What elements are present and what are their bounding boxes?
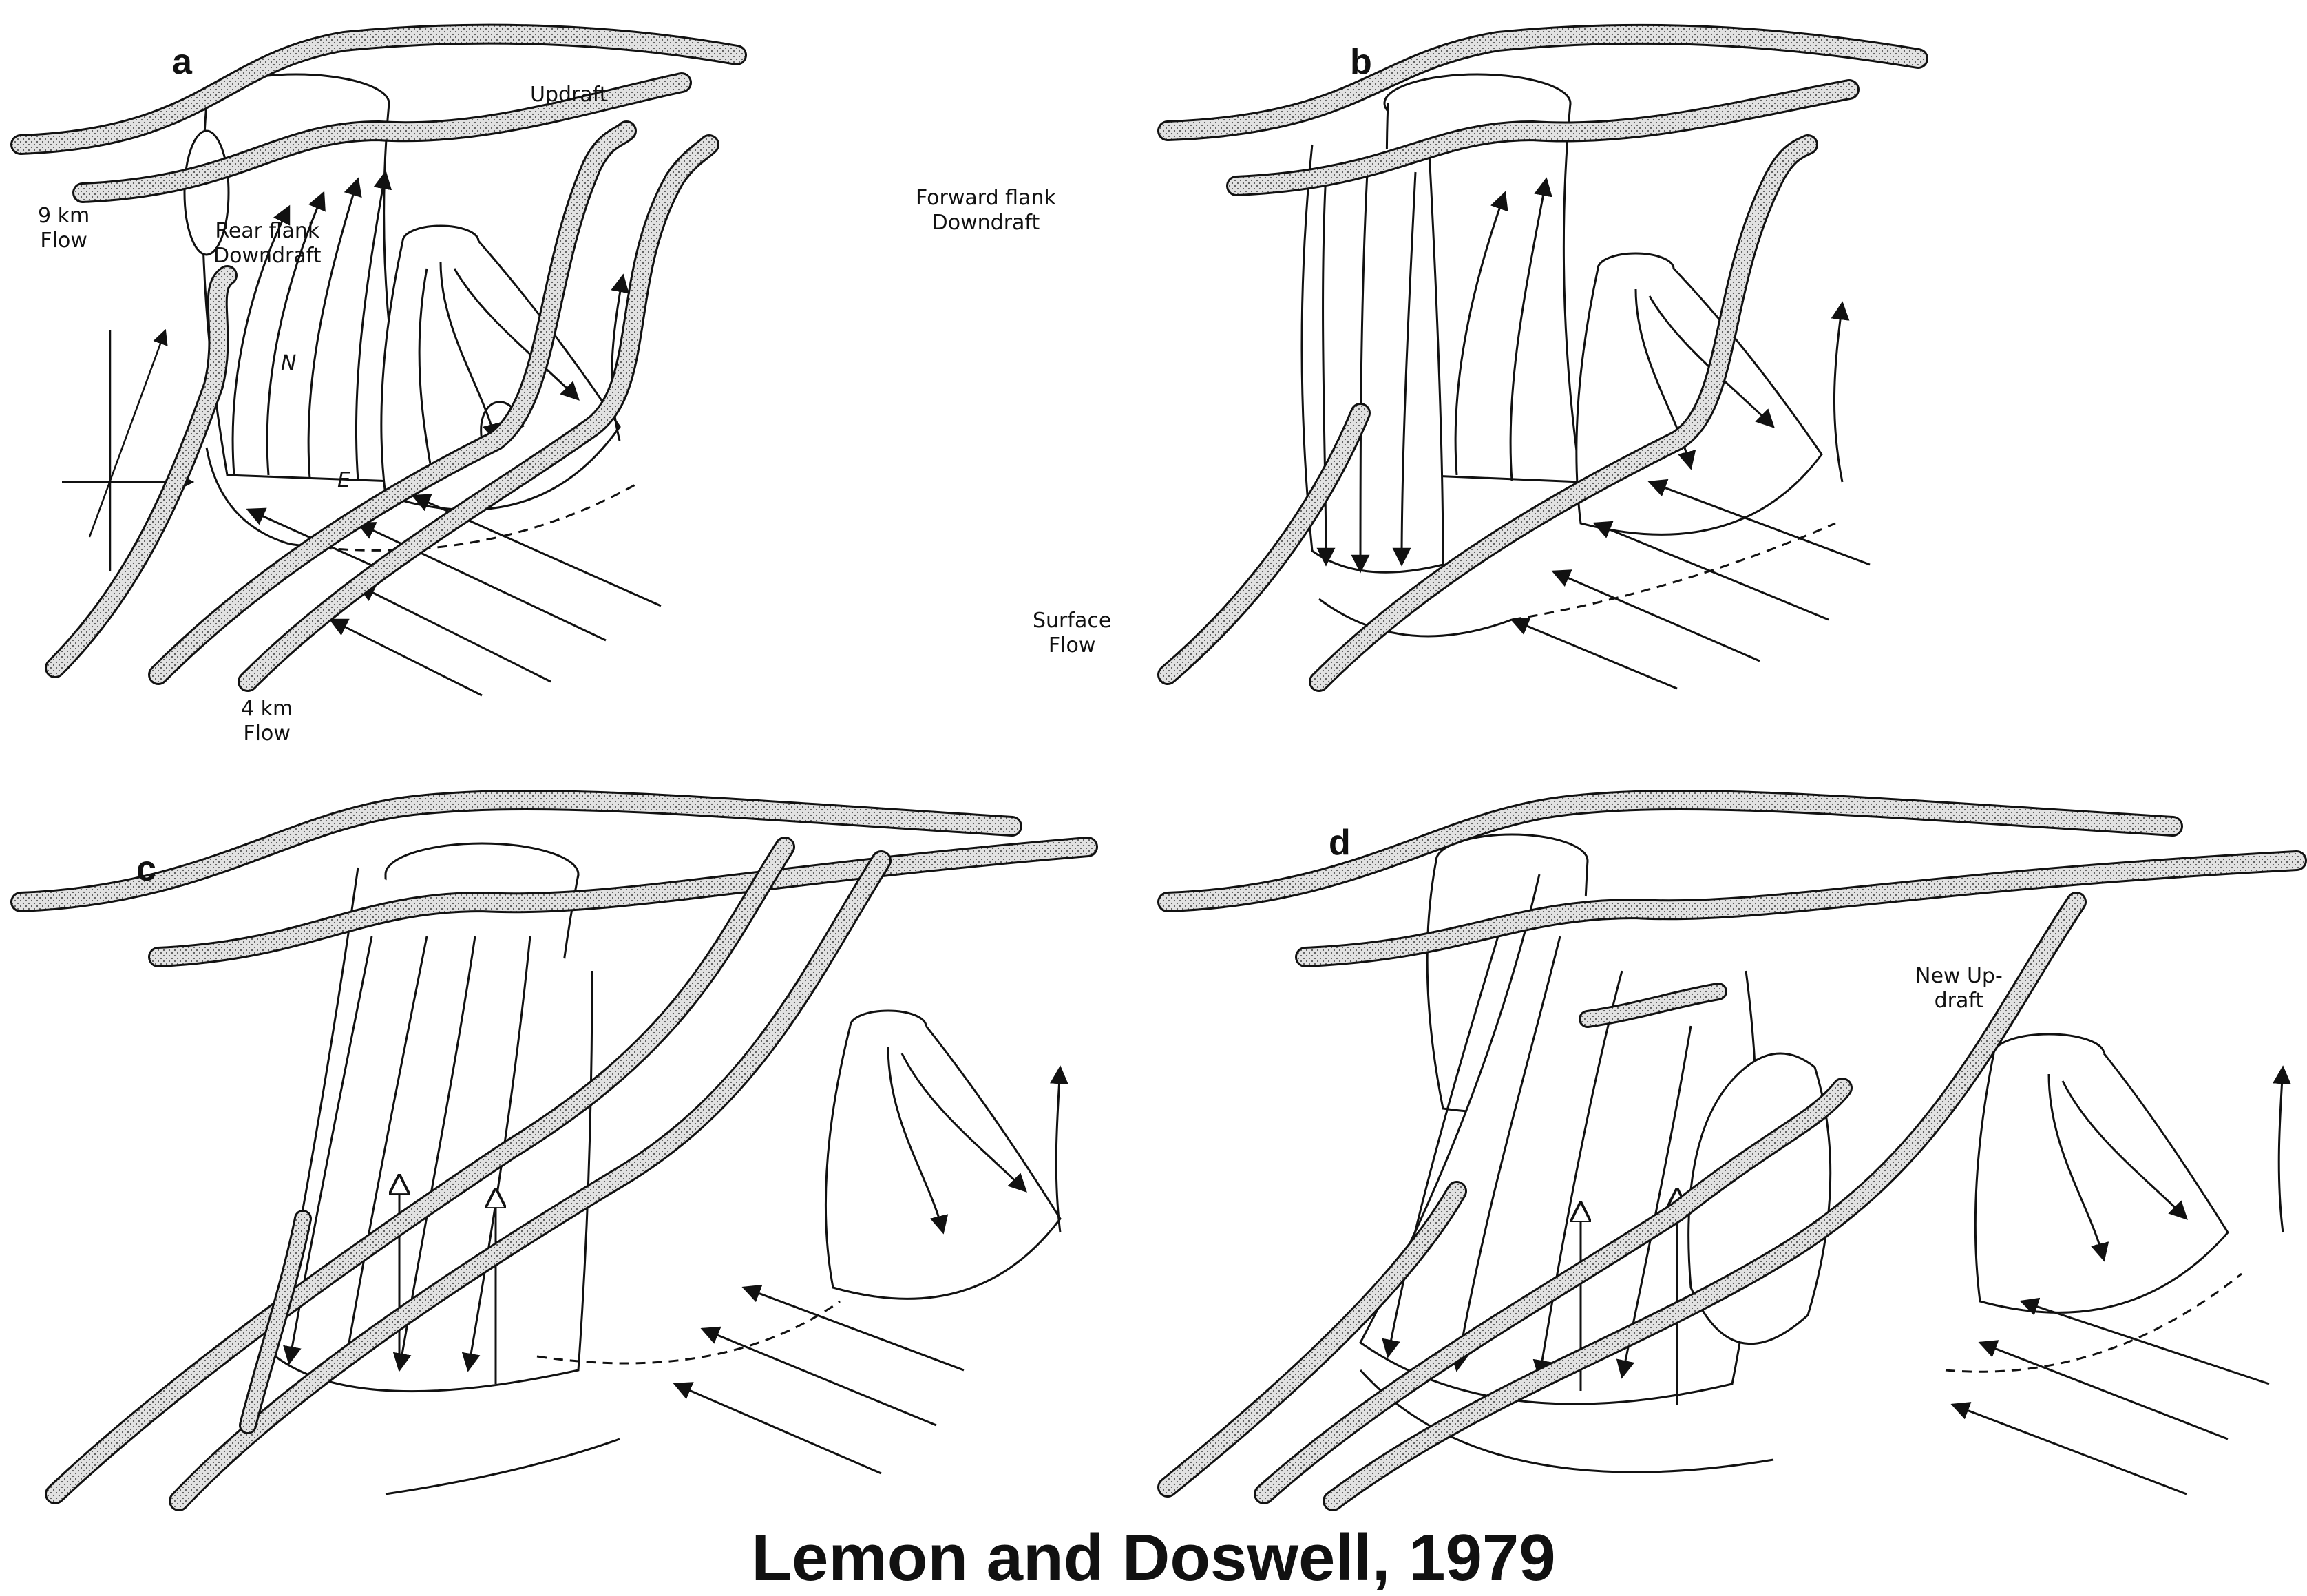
panel-a: a Updraft Rear flank Downdraft Forward f… [0,0,1153,764]
label-surface-line1: Surface [1033,609,1111,633]
panel-c: c [0,764,1153,1529]
label-4km-line2: Flow [241,722,293,746]
label-new-updraft: New Up- draft [1915,964,2003,1014]
panel-b-drawing [1154,0,2307,764]
label-updraft: Updraft [530,83,608,107]
panel-c-drawing [0,764,1153,1529]
panel-d: d New Up- draft [1154,764,2307,1529]
citation: Lemon and Doswell, 1979 [0,1520,2307,1575]
label-surface-flow: Surface Flow [1033,609,1111,658]
panel-a-drawing [0,0,1153,764]
label-new-updraft-line2: draft [1915,989,2003,1014]
label-9km-line1: 9 km [38,204,89,229]
panel-letter: c [136,848,156,890]
flow-4km-ribbon [55,275,227,668]
label-forward-flank-line1: Forward flank [916,186,1056,211]
label-forward-flank: Forward flank Downdraft [916,186,1056,235]
label-axis-e: E [337,468,350,493]
label-surface-line2: Flow [1033,633,1111,658]
label-9km-flow: 9 km Flow [38,204,89,253]
panel-letter: a [172,41,192,83]
label-4km-flow: 4 km Flow [241,697,293,746]
compass-axes [62,330,193,571]
forward-flank-cone [381,241,620,510]
label-axis-n: N [281,351,296,376]
panel-b: b [1154,0,2307,764]
label-rear-flank: Rear flank Downdraft [213,219,322,269]
label-rear-flank-line1: Rear flank [213,219,322,244]
panel-letter: d [1329,822,1351,863]
panel-d-drawing [1154,764,2307,1529]
label-4km-line1: 4 km [241,697,293,722]
label-9km-line2: Flow [38,229,89,253]
panel-letter: b [1350,41,1372,83]
label-forward-flank-line2: Downdraft [916,211,1056,235]
label-rear-flank-line2: Downdraft [213,244,322,269]
label-new-updraft-line1: New Up- [1915,964,2003,989]
